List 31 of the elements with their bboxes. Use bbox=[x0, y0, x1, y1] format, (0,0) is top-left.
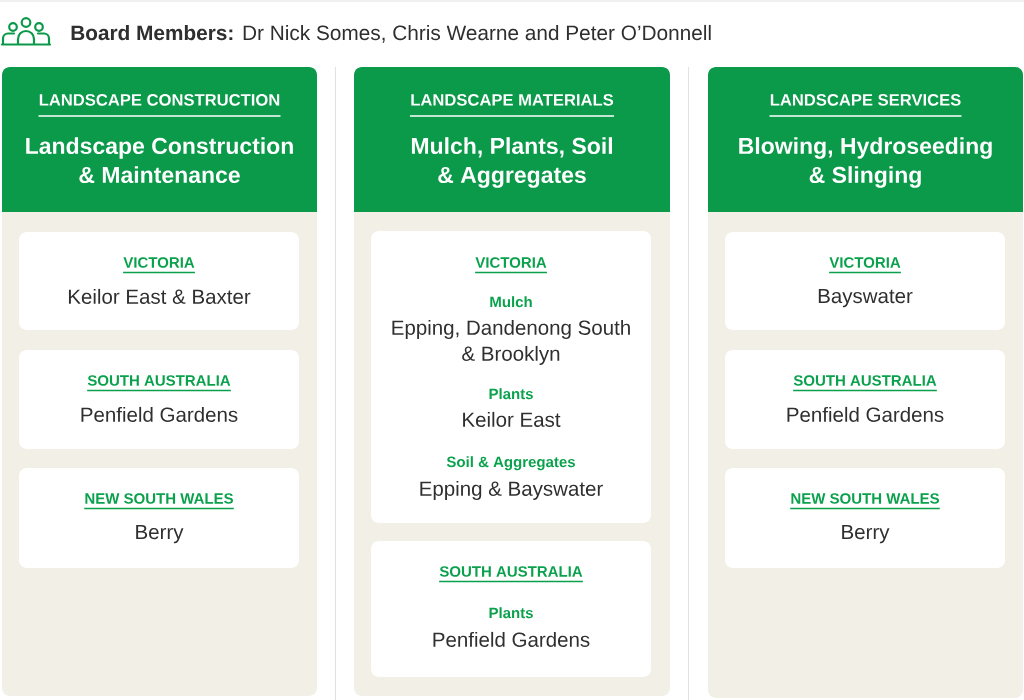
region-heading: SOUTH AUSTRALIA bbox=[792, 375, 938, 392]
location-text: Epping, Dandenong South & Brooklyn bbox=[392, 319, 630, 365]
product-label: Plants bbox=[489, 607, 533, 619]
location-text: Keilor East bbox=[463, 411, 561, 427]
location-card bbox=[725, 232, 1005, 330]
location-card bbox=[19, 232, 299, 330]
region-heading: SOUTH AUSTRALIA bbox=[438, 566, 584, 583]
location-card bbox=[371, 541, 651, 677]
region-heading: SOUTH AUSTRALIA bbox=[86, 375, 232, 392]
location-text: Epping & Bayswater bbox=[420, 480, 603, 500]
location-card bbox=[19, 468, 299, 568]
product-label: Mulch bbox=[490, 296, 532, 308]
region-heading: VICTORIA bbox=[828, 257, 902, 274]
location-text: Berry bbox=[136, 524, 184, 544]
region-heading: NEW SOUTH WALES bbox=[789, 493, 941, 510]
region-heading: NEW SOUTH WALES bbox=[83, 493, 235, 510]
location-card bbox=[725, 350, 1005, 449]
region-heading: VICTORIA bbox=[474, 257, 548, 274]
location-text: Bayswater bbox=[818, 288, 913, 308]
location-card bbox=[371, 231, 651, 523]
location-text: Penfield Gardens bbox=[787, 406, 944, 422]
product-label: Plants bbox=[489, 388, 533, 400]
location-card bbox=[725, 468, 1005, 568]
title: Board Members: Dr Nick Somes, Chris Wearne and Peter O’Donnell bbox=[71, 24, 711, 43]
product-label: Soil & Aggregates bbox=[446, 456, 575, 471]
location-card bbox=[19, 350, 299, 449]
location-text: Berry bbox=[842, 524, 890, 544]
location-text: Penfield Gardens bbox=[433, 631, 590, 647]
location-text: Penfield Gardens bbox=[81, 406, 238, 422]
region-heading: VICTORIA bbox=[122, 257, 196, 274]
location-text: Keilor East & Baxter bbox=[68, 288, 251, 304]
